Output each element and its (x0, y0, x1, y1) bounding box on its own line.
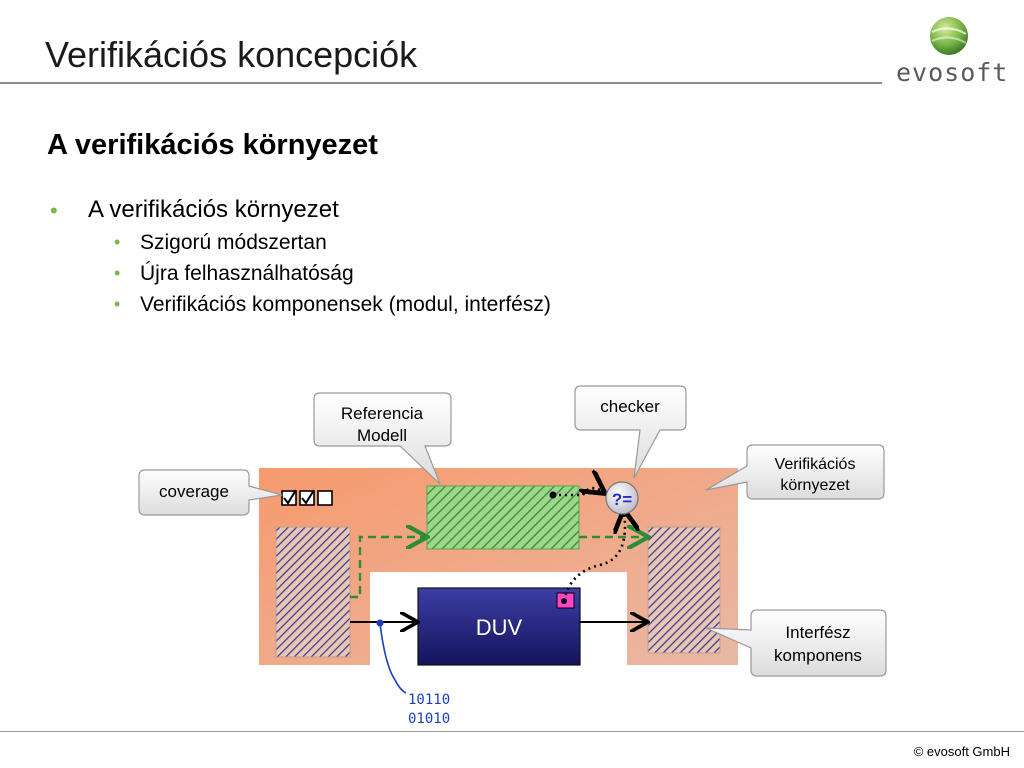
logo-text: evosoft (896, 58, 1009, 87)
callout-env-line1: Verifikációs (775, 456, 856, 473)
callout-interface-line1: Interfész (785, 623, 850, 642)
callout-coverage-text: coverage (159, 482, 229, 501)
interface-component-right (647, 526, 721, 654)
section-heading: A verifikációs környezet (47, 129, 378, 161)
bullet-level2: Verifikációs komponensek (modul, interfé… (140, 293, 551, 316)
bitstream-line (379, 622, 407, 694)
title-divider (0, 82, 882, 84)
slide-title: Verifikációs koncepciók (45, 34, 418, 75)
footer-copyright: © evosoft GmbH (913, 744, 1010, 759)
bullet-level1: A verifikációs környezet (88, 196, 339, 223)
coverage-checkbox-icon (281, 489, 333, 506)
callout-reference-line1: Referencia (341, 404, 424, 423)
bullet-dot-icon: • (114, 232, 121, 252)
bullet-dot-icon: • (114, 263, 121, 283)
comparator-label: ?= (612, 490, 632, 509)
bitstream-line2: 01010 (408, 711, 450, 727)
callout-checker-text: checker (600, 397, 660, 416)
bullet-level2: Szigorú módszertan (140, 231, 327, 254)
callout-coverage: coverage (138, 469, 283, 516)
bullet-dot-icon: • (114, 294, 121, 314)
callout-reference-line2: Modell (357, 426, 407, 445)
stimulus-dashed-arrow (350, 537, 425, 599)
callout-env-line2: környezet (780, 477, 850, 494)
evosoft-logo-icon (930, 17, 968, 55)
interface-component-left (275, 526, 351, 658)
bitstream-line1: 10110 (408, 692, 450, 708)
duv-to-checker-dotted-line (562, 512, 625, 602)
callout-interface-line2: komponens (774, 646, 862, 665)
callout-reference-model: Referencia Modell (313, 392, 452, 485)
duv-label: DUV (476, 615, 523, 640)
footer-divider (0, 731, 1024, 732)
reference-to-checker-dotted-line (553, 488, 603, 497)
comparator-icon (605, 481, 639, 515)
callout-interface-component: Interfész komponens (705, 609, 887, 677)
callout-verification-environment: Verifikációs környezet (705, 444, 885, 500)
bullet-level2: Újra felhasználhatóság (140, 262, 354, 285)
bullet-dot-icon: • (50, 198, 58, 223)
duv-block (417, 587, 581, 666)
callout-checker: checker (574, 385, 687, 479)
